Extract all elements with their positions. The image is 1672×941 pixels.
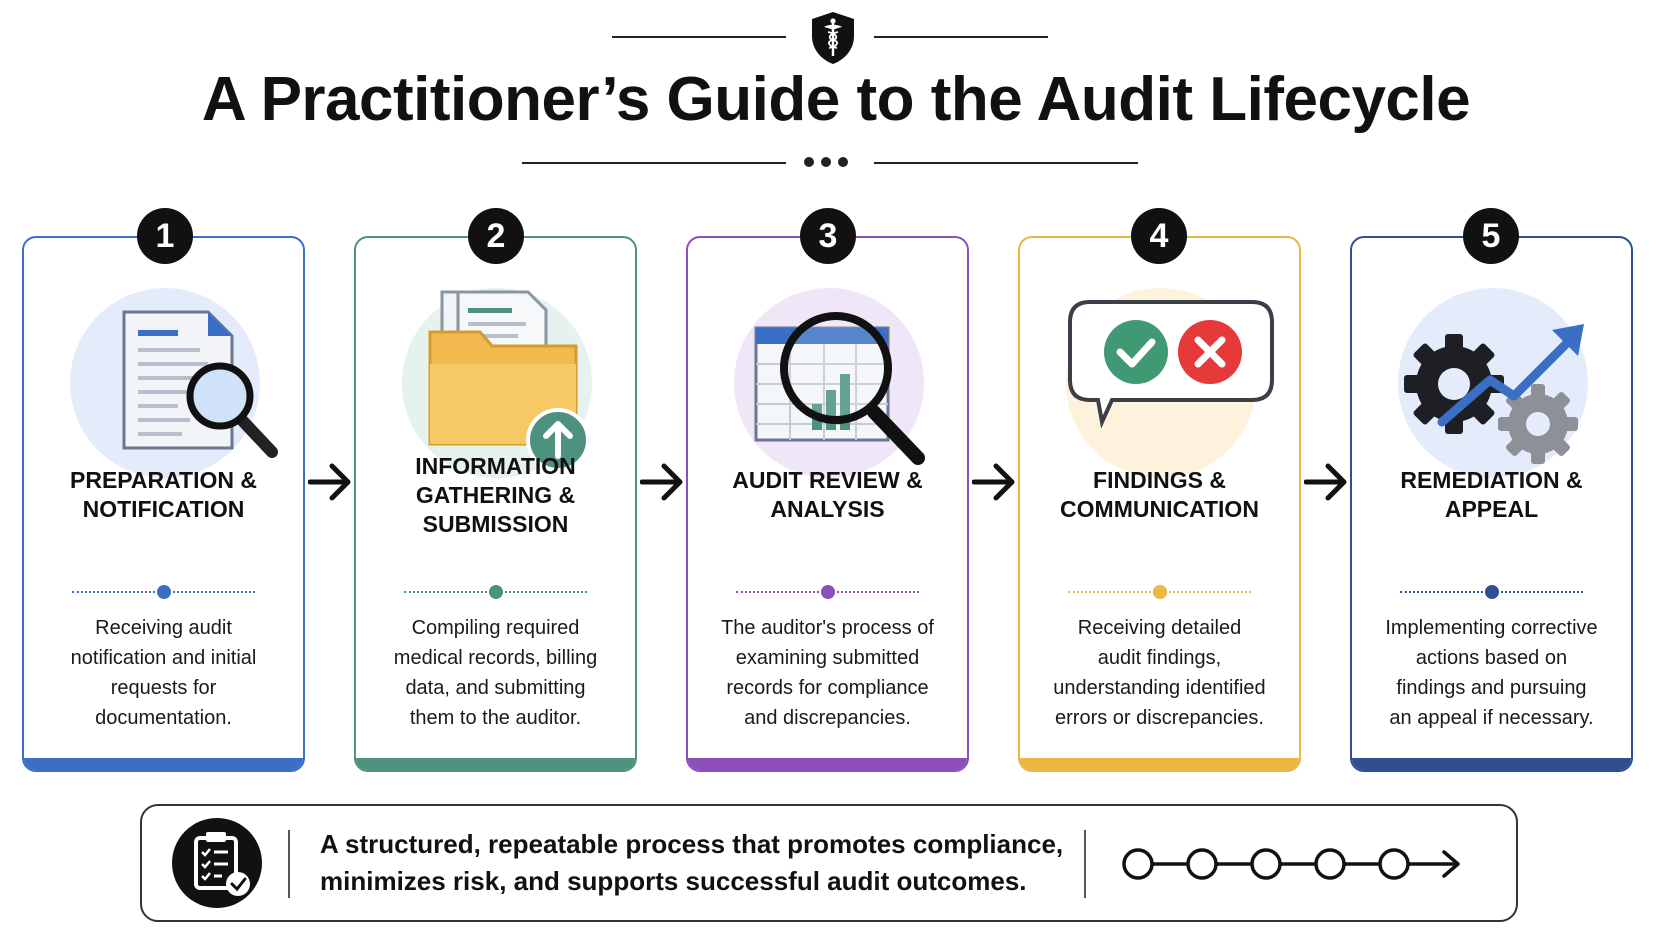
summary-banner: A structured, repeatable process that pr… [140,804,1518,922]
step-card-3: AUDIT REVIEW &ANALYSIS The auditor's pro… [686,236,969,772]
step-title: PREPARATION &NOTIFICATION [70,467,257,522]
step-card-5: REMEDIATION &APPEAL Implementing correct… [1350,236,1633,772]
step-number-badge-2: 2 [468,208,524,264]
medical-shield-caduceus-icon [812,12,854,64]
clipboard-checklist-icon [194,832,250,896]
document-magnifier-icon [122,310,278,458]
page-title: A Practitioner’s Guide to the Audit Life… [201,65,1471,134]
step-card-1: PREPARATION &NOTIFICATION Receiving audi… [22,236,305,772]
step-number-badge-3: 3 [800,208,856,264]
step-divider [404,585,587,599]
step-number-badge-1: 1 [137,208,193,264]
step-accent-bar [688,758,967,770]
summary-text: A structured, repeatable process that pr… [320,829,1064,896]
gears-trend-arrow-icon [1404,324,1584,464]
header-rule-bottom-left [522,162,786,164]
step-divider [736,585,919,599]
arrow-right-icon [640,463,683,501]
step-divider [72,585,255,599]
folder-upload-icon [428,290,590,472]
five-step-chain-arrow-icon [1122,848,1460,880]
step-accent-bar [1352,758,1631,770]
step-number-badge-4: 4 [1131,208,1187,264]
step-card-4: FINDINGS &COMMUNICATION Receiving detail… [1018,236,1301,772]
step-divider [1068,585,1251,599]
spreadsheet-magnifier-icon [754,312,925,465]
arrow-right-icon [972,463,1015,501]
step-accent-bar [24,758,303,770]
header-rule-top-left [612,36,786,38]
approve-reject-speech-bubble-icon [1068,300,1274,429]
step-title: REMEDIATION &APPEAL [1400,467,1583,522]
header-dot-ornament [804,157,848,167]
step-divider [1400,585,1583,599]
step-accent-bar [1020,758,1299,770]
step-title: FINDINGS &COMMUNICATION [1060,467,1259,522]
header-rule-top-right [874,36,1048,38]
banner-divider [288,830,290,898]
header-rule-bottom-right [874,162,1138,164]
step-title: AUDIT REVIEW &ANALYSIS [732,467,923,522]
step-number-badge-5: 5 [1463,208,1519,264]
step-accent-bar [356,758,635,770]
banner-divider [1084,830,1086,898]
arrow-right-icon [1304,463,1347,501]
arrow-right-icon [308,463,351,501]
